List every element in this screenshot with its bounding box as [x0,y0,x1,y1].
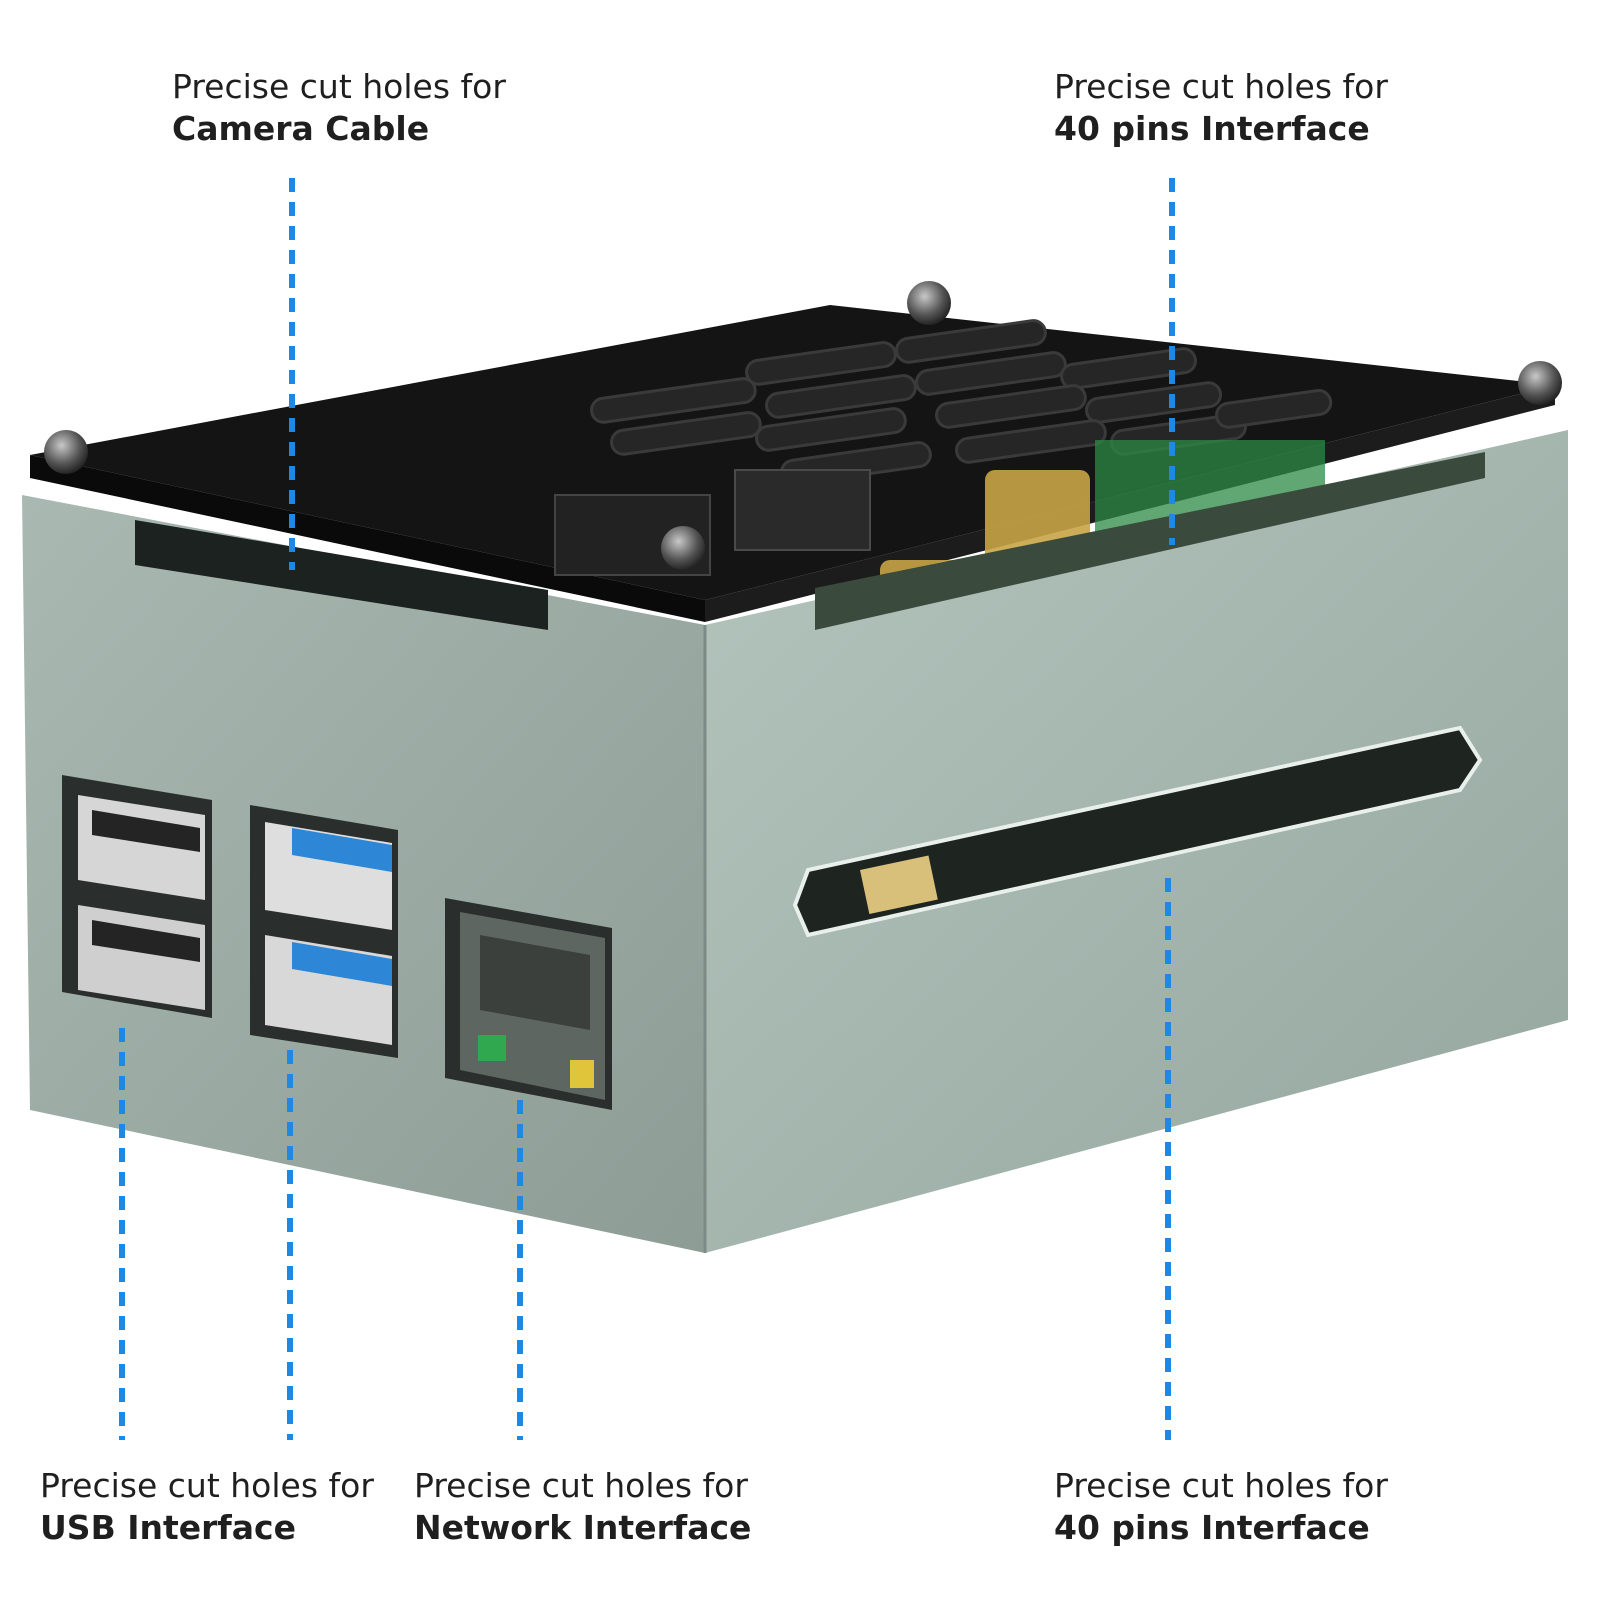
leader-lines [119,178,1175,1440]
callout-feature: Network Interface [414,1508,752,1547]
screw-icon [44,430,88,474]
vent-slots [590,319,1333,486]
case-side-face [703,430,1568,1253]
callout-feature: 40 pins Interface [1054,1508,1370,1547]
top-cutout-window [815,452,1485,630]
screw-icon [661,526,705,570]
callout-lead: Precise cut holes for [1054,1466,1388,1505]
screw-icon [1518,361,1562,405]
callout-lead: Precise cut holes for [172,67,506,106]
callout-camera-cable: Precise cut holes for Camera Cable [172,66,506,150]
callout-40-pins-top: Precise cut holes for 40 pins Interface [1054,66,1388,150]
callout-feature: 40 pins Interface [1054,109,1370,148]
callout-40-pins-bottom: Precise cut holes for 40 pins Interface [1054,1465,1388,1549]
case-front-face [22,495,705,1253]
camera-cable-slot [135,520,548,630]
callout-network-interface: Precise cut holes for Network Interface [414,1465,751,1549]
callout-usb-interface: Precise cut holes for USB Interface [40,1465,374,1549]
usb3-ports [250,805,398,1058]
callout-lead: Precise cut holes for [40,1466,374,1505]
usb2-ports [62,775,212,1018]
callout-lead: Precise cut holes for [414,1466,748,1505]
ethernet-port [445,898,612,1110]
callout-feature: Camera Cable [172,109,430,148]
callout-feature: USB Interface [40,1508,296,1547]
screw-heads [44,281,1562,570]
screw-icon [907,281,951,325]
callout-lead: Precise cut holes for [1054,67,1388,106]
gpio-slot [792,725,1483,938]
